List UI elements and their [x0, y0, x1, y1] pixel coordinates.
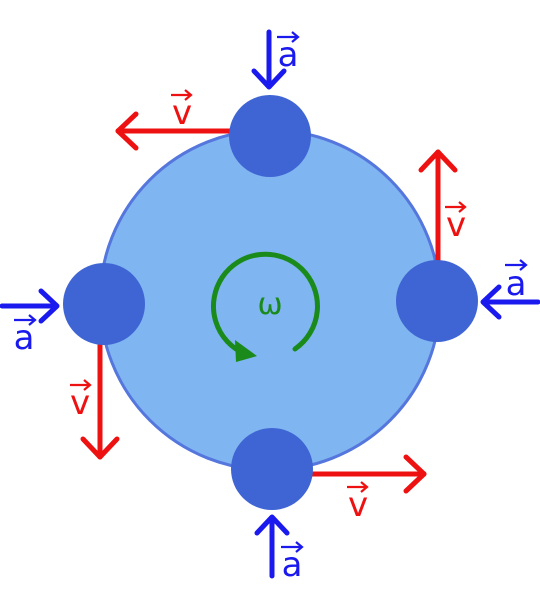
- acceleration-arrowhead-right: [480, 284, 502, 320]
- vector-arrow-mark-v-right: [445, 201, 467, 213]
- velocity-arrowhead-bottom: [403, 454, 427, 494]
- acceleration-arrowhead-top: [251, 68, 287, 90]
- mass-left: [63, 263, 145, 345]
- vector-arrow-mark-v-top: [171, 89, 193, 101]
- mass-top-group: v a: [115, 29, 311, 177]
- angular-velocity-arc: [210, 251, 320, 357]
- mass-right-group: v a: [396, 149, 540, 342]
- acceleration-label-bottom: a: [282, 545, 303, 585]
- mass-bottom: [231, 428, 313, 510]
- velocity-label-bottom: v: [348, 485, 368, 525]
- vector-arrow-mark-v-bottom: [347, 481, 369, 493]
- vector-arrow-mark-a-right: [505, 259, 528, 271]
- mass-bottom-group: v a: [231, 428, 427, 585]
- velocity-label-top: v: [172, 93, 192, 133]
- acceleration-arrowhead-left: [38, 288, 60, 324]
- velocity-label-left: v: [70, 383, 90, 423]
- velocity-label-right: v: [446, 205, 466, 245]
- velocity-arrowhead-left: [80, 436, 120, 460]
- angular-velocity-arrowhead: [235, 340, 257, 362]
- vector-arrow-mark-a-left: [14, 314, 37, 326]
- vector-arrow-mark-a-bottom: [281, 541, 304, 553]
- acceleration-label-right: a: [506, 264, 527, 304]
- acceleration-arrowhead-bottom: [254, 514, 290, 536]
- mass-right: [396, 260, 478, 342]
- velocity-arrowhead-top: [115, 111, 139, 151]
- vector-arrow-mark-v-left: [70, 379, 92, 391]
- mass-left-group: a v: [0, 263, 145, 460]
- omega-label: ω: [257, 287, 282, 322]
- mass-top: [229, 95, 311, 177]
- vector-arrow-mark-a-top: [277, 31, 300, 43]
- acceleration-label-left: a: [14, 318, 35, 358]
- acceleration-label-top: a: [278, 35, 299, 75]
- velocity-arrowhead-right: [418, 149, 458, 173]
